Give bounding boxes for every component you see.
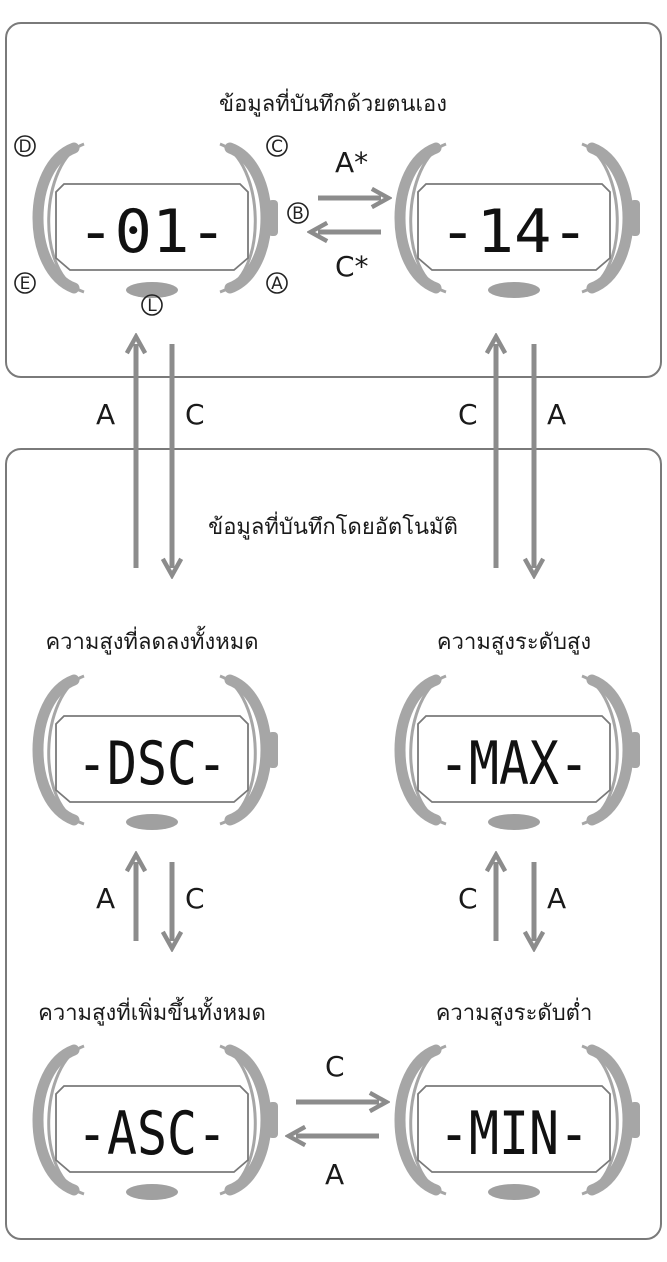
auto-data-panel bbox=[5, 448, 662, 1240]
button-a-icon: A bbox=[266, 272, 288, 294]
arrow-label-dsc-asc-up: A bbox=[96, 882, 116, 915]
watch-asc: -ASC- bbox=[32, 1044, 278, 1200]
arrow-label-left-up: A bbox=[96, 398, 116, 431]
watch-label-dsc: ความสูงที่ลดลงทั้งหมด bbox=[45, 630, 259, 655]
led-light-icon bbox=[488, 1184, 540, 1200]
led-light-icon bbox=[126, 814, 178, 830]
watch-label-max: ความสูงระดับสูง bbox=[436, 630, 592, 655]
watch-label-min: ความสูงระดับต่ำ bbox=[435, 1001, 593, 1026]
arrow-label-asc-min: C bbox=[325, 1050, 345, 1083]
auto-data-title: ข้อมูลที่บันทึกโดยอัตโนมัติ bbox=[208, 515, 458, 540]
watch-display-text: -ASC- bbox=[77, 1099, 227, 1169]
button-b-icon: B bbox=[287, 202, 309, 224]
arrow-label-dsc-asc-down: C bbox=[185, 882, 205, 915]
watch-display-text: -MIN- bbox=[439, 1099, 589, 1169]
led-light-icon bbox=[488, 282, 540, 298]
arrow-label-max-min-down: A bbox=[547, 882, 567, 915]
watch-manual-01: -01- bbox=[32, 142, 278, 298]
button-l-icon: L bbox=[141, 294, 163, 316]
arrow-label-manual-fwd: A* bbox=[335, 146, 369, 179]
svg-text:D: D bbox=[18, 137, 31, 157]
watch-label-asc: ความสูงที่เพิ่มขึ้นทั้งหมด bbox=[38, 1001, 266, 1026]
led-light-icon bbox=[126, 282, 178, 298]
watch-display-text: -MAX- bbox=[439, 729, 589, 799]
button-e-icon: E bbox=[14, 272, 36, 294]
watch-display-text: -01- bbox=[77, 197, 227, 267]
button-c-icon: C bbox=[266, 135, 288, 157]
svg-text:A: A bbox=[271, 274, 283, 294]
arrow-label-right-up: C bbox=[458, 398, 478, 431]
watch-min: -MIN- bbox=[394, 1044, 640, 1200]
svg-text:C: C bbox=[271, 137, 283, 157]
arrow-label-min-asc: A bbox=[325, 1158, 345, 1191]
svg-text:L: L bbox=[147, 296, 157, 316]
arrow-label-right-down: A bbox=[547, 398, 567, 431]
watch-max: -MAX- bbox=[394, 674, 640, 830]
svg-text:E: E bbox=[20, 274, 31, 294]
arrow-label-manual-back: C* bbox=[335, 250, 369, 283]
led-light-icon bbox=[126, 1184, 178, 1200]
arrow-label-max-min-up: C bbox=[458, 882, 478, 915]
button-d-icon: D bbox=[14, 135, 36, 157]
watch-manual-14: -14- bbox=[394, 142, 640, 298]
svg-text:B: B bbox=[292, 204, 304, 224]
watch-display-text: -14- bbox=[439, 197, 589, 267]
watch-display-text: -DSC- bbox=[77, 729, 227, 799]
button-markers: D C B E A L bbox=[14, 135, 309, 316]
manual-data-panel bbox=[5, 22, 662, 378]
arrow-label-left-down: C bbox=[185, 398, 205, 431]
led-light-icon bbox=[488, 814, 540, 830]
manual-data-title: ข้อมูลที่บันทึกด้วยตนเอง bbox=[219, 92, 447, 117]
watch-dsc: -DSC- bbox=[32, 674, 278, 830]
